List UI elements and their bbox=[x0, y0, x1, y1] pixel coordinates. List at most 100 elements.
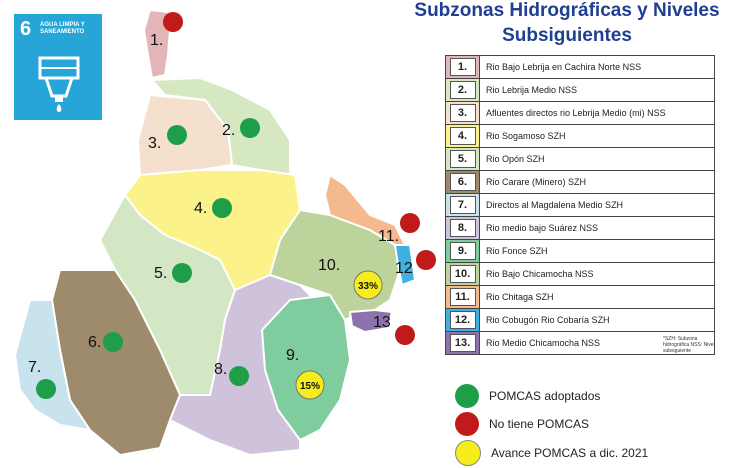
marker-dot-icon bbox=[455, 412, 479, 436]
zone-label-3: 3. bbox=[148, 135, 161, 152]
marker-label: No tiene POMCAS bbox=[489, 417, 590, 431]
legend-number: 12. bbox=[449, 311, 476, 329]
legend-row: 4.Rio Sogamoso SZH bbox=[445, 124, 715, 148]
legend-swatch: 4. bbox=[445, 124, 480, 148]
legend-swatch: 5. bbox=[445, 147, 480, 171]
legend-number: 6. bbox=[449, 173, 476, 191]
zone-label-11: 11. bbox=[378, 228, 399, 245]
legend-swatch: 2. bbox=[445, 78, 480, 102]
title-line-1: Subzonas Hidrográficas y Niveles bbox=[414, 0, 720, 21]
legend-row: 3.Afluentes directos rio Lebrija Medio (… bbox=[445, 101, 715, 125]
legend-number: 1. bbox=[449, 58, 476, 76]
pomcas-adopted-dot bbox=[167, 125, 187, 145]
progress-dot-10 bbox=[353, 270, 383, 300]
progress-label-10: 33% bbox=[358, 281, 378, 292]
no-pomcas-dot bbox=[400, 213, 420, 233]
legend-zone-name: Rio Medio Chicamocha NSS bbox=[479, 331, 715, 355]
zone-label-5: 5. bbox=[154, 265, 167, 282]
marker-legend-item: Avance POMCAS a dic. 2021 bbox=[455, 440, 648, 466]
legend-row: 2.Rio Lebrija Medio NSS bbox=[445, 78, 715, 102]
legend-swatch: 12. bbox=[445, 308, 480, 332]
legend-row: 7.Directos al Magdalena Medio SZH bbox=[445, 193, 715, 217]
zone-12 bbox=[394, 244, 416, 286]
legend-swatch: 13. bbox=[445, 331, 480, 355]
legend-row: 5.Rio Opón SZH bbox=[445, 147, 715, 171]
legend-number: 10. bbox=[449, 265, 476, 283]
legend-zone-name: Rio Sogamoso SZH bbox=[479, 124, 715, 148]
legend-row: 9.Rio Fonce SZH bbox=[445, 239, 715, 263]
zone-label-12: 12 bbox=[395, 260, 413, 277]
zone-label-10: 10. bbox=[318, 257, 340, 274]
no-pomcas-dot bbox=[416, 250, 436, 270]
zone-label-4: 4. bbox=[194, 200, 207, 217]
legend-footnote: *SZH: Subzona hidrográfica NSS: Nivel su… bbox=[663, 336, 715, 354]
legend-number: 11. bbox=[449, 288, 476, 306]
zone-label-7: 7. bbox=[28, 359, 41, 376]
legend-swatch: 7. bbox=[445, 193, 480, 217]
marker-dot-icon bbox=[455, 384, 479, 408]
legend-zone-name: Rio Opón SZH bbox=[479, 147, 715, 171]
legend-zone-name: Rio Fonce SZH bbox=[479, 239, 715, 263]
zone-7 bbox=[14, 299, 91, 431]
legend-zone-name: Rio Lebrija Medio NSS bbox=[479, 78, 715, 102]
marker-label: Avance POMCAS a dic. 2021 bbox=[491, 446, 649, 460]
legend-zone-name: Rio Bajo Chicamocha NSS bbox=[479, 262, 715, 286]
legend-number: 13. bbox=[449, 334, 476, 352]
map-title: Subzonas Hidrográficas y Niveles Subsigu… bbox=[404, 0, 730, 48]
legend-number: 7. bbox=[449, 196, 476, 214]
legend-zone-name: Rio Cobugón Rio Cobaría SZH bbox=[479, 308, 715, 332]
legend-row: 8.Rio medio bajo Suárez NSS bbox=[445, 216, 715, 240]
legend-swatch: 3. bbox=[445, 101, 480, 125]
department-map: 1. 2. 3. 4. 5. 6. 7. 8. 9. 10. 11. 12 13… bbox=[14, 9, 436, 456]
legend-zone-name: Rio Chitaga SZH bbox=[479, 285, 715, 309]
legend-swatch: 9. bbox=[445, 239, 480, 263]
legend-zone-name: Afluentes directos rio Lebrija Medio (mi… bbox=[479, 101, 715, 125]
legend-zone-name: Rio Carare (Minero) SZH bbox=[479, 170, 715, 194]
legend-number: 5. bbox=[449, 150, 476, 168]
legend-row: 1.Rio Bajo Lebrija en Cachira Norte NSS bbox=[445, 55, 715, 79]
legend-number: 9. bbox=[449, 242, 476, 260]
legend-swatch: 1. bbox=[445, 55, 480, 79]
legend-number: 2. bbox=[449, 81, 476, 99]
zone-label-2: 2. bbox=[222, 122, 235, 139]
legend-zone-name: Directos al Magdalena Medio SZH bbox=[479, 193, 715, 217]
sdg-6-badge: 6 AGUA LIMPIA Y SANEAMIENTO bbox=[14, 14, 102, 120]
sdg-number: 6 bbox=[20, 18, 32, 40]
marker-label: POMCAS adoptados bbox=[489, 389, 601, 403]
zone-label-8: 8. bbox=[214, 361, 227, 378]
marker-legend-item: No tiene POMCAS bbox=[455, 412, 589, 436]
legend-row: 13.Rio Medio Chicamocha NSS bbox=[445, 331, 715, 355]
legend-row: 10.Rio Bajo Chicamocha NSS bbox=[445, 262, 715, 286]
pomcas-adopted-dot bbox=[36, 379, 56, 399]
legend-number: 4. bbox=[449, 127, 476, 145]
marker-dot-icon bbox=[455, 440, 481, 466]
legend-zone-name: Rio medio bajo Suárez NSS bbox=[479, 216, 715, 240]
legend-swatch: 8. bbox=[445, 216, 480, 240]
title-line-2: Subsiguientes bbox=[502, 25, 632, 46]
legend-zone-name: Rio Bajo Lebrija en Cachira Norte NSS bbox=[479, 55, 715, 79]
progress-dot-9 bbox=[295, 370, 325, 400]
legend-row: 6.Rio Carare (Minero) SZH bbox=[445, 170, 715, 194]
pomcas-adopted-dot bbox=[229, 366, 249, 386]
no-pomcas-dot bbox=[163, 12, 183, 32]
sdg-text: AGUA LIMPIA Y SANEAMIENTO bbox=[40, 22, 85, 35]
pomcas-adopted-dot bbox=[103, 332, 123, 352]
pomcas-adopted-dot bbox=[212, 198, 232, 218]
legend-swatch: 10. bbox=[445, 262, 480, 286]
zone-13 bbox=[349, 309, 393, 333]
legend-row: 12.Rio Cobugón Rio Cobaría SZH bbox=[445, 308, 715, 332]
legend-number: 3. bbox=[449, 104, 476, 122]
zone-label-1: 1. bbox=[150, 32, 163, 49]
legend-row: 11.Rio Chitaga SZH bbox=[445, 285, 715, 309]
legend-number: 8. bbox=[449, 219, 476, 237]
pomcas-adopted-dot bbox=[172, 263, 192, 283]
marker-legend-item: POMCAS adoptados bbox=[455, 384, 600, 408]
progress-label-9: 15% bbox=[300, 381, 320, 392]
zone-label-9: 9. bbox=[286, 347, 299, 364]
zone-label-6: 6. bbox=[88, 334, 101, 351]
zone-label-13: 13 bbox=[373, 314, 391, 331]
no-pomcas-dot bbox=[395, 325, 415, 345]
legend-swatch: 6. bbox=[445, 170, 480, 194]
pomcas-adopted-dot bbox=[240, 118, 260, 138]
